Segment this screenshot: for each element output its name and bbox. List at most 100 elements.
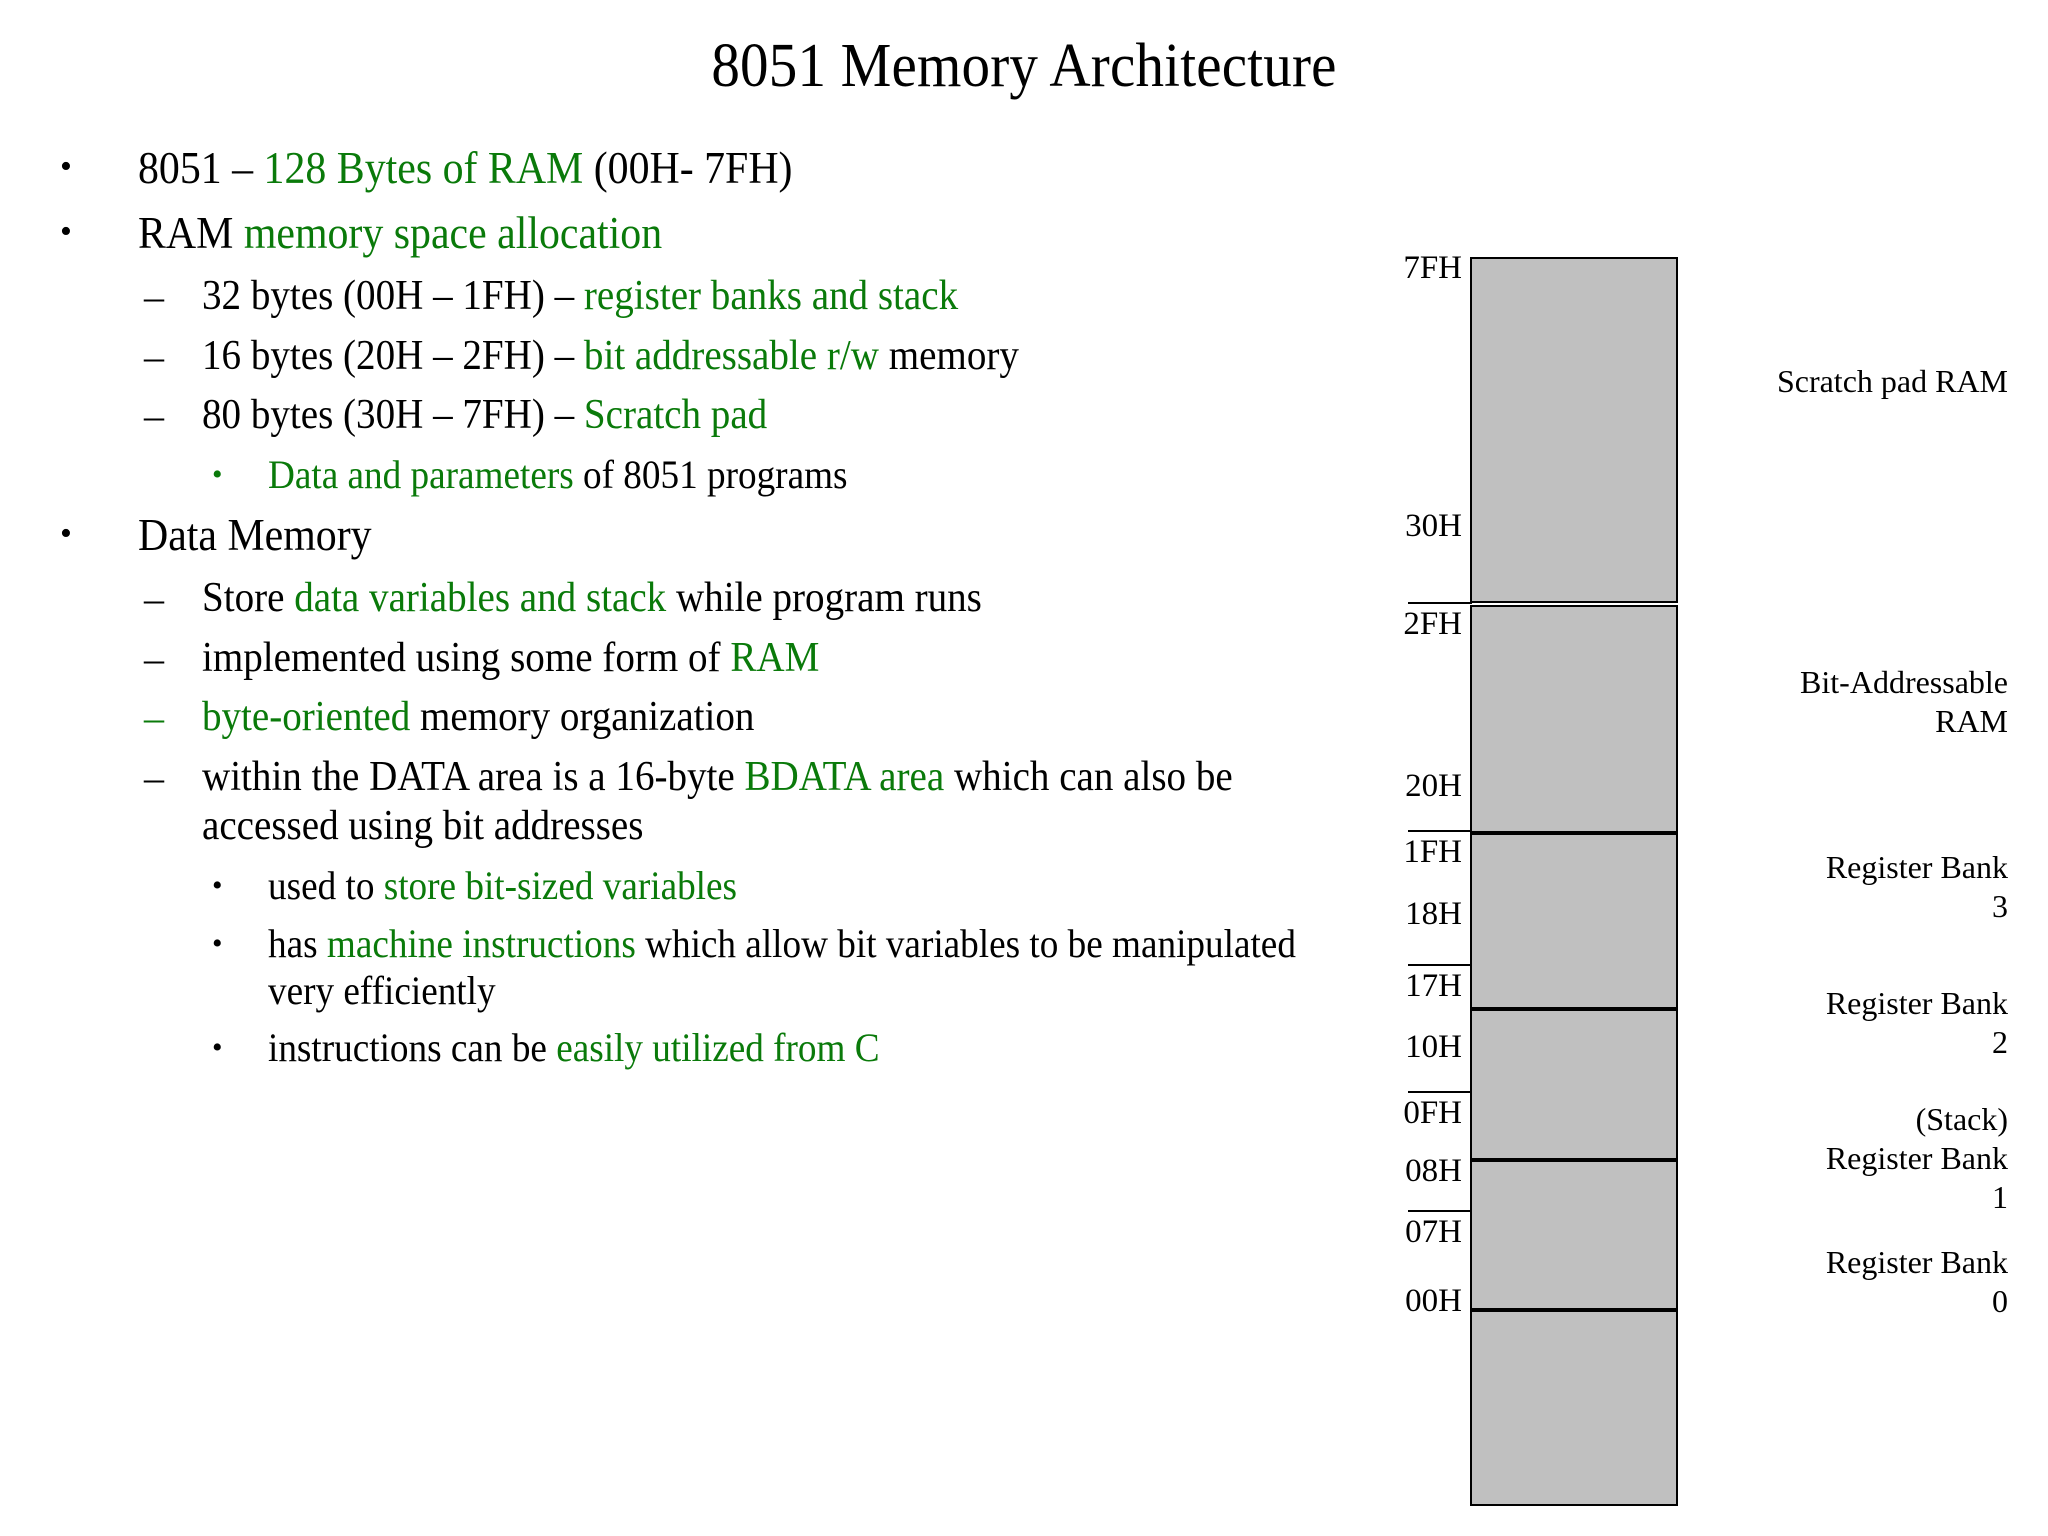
address-tick-addr-07h <box>1408 1210 1472 1212</box>
memory-block-label-register-bank-2: Register Bank 2 <box>1825 985 2008 1061</box>
bullet-text: 80 bytes (30H – 7FH) – Scratch pad <box>202 391 1299 441</box>
address-label-addr-2fh: 2FH <box>1403 606 1462 642</box>
bullet-text: used to store bit-sized variables <box>268 862 1304 909</box>
bullet-segment: while program runs <box>666 575 982 622</box>
address-tick-addr-1fh <box>1408 830 1472 832</box>
bullet-dash-icon: – <box>144 274 164 320</box>
bullet-text: instructions can be easily utilized from… <box>268 1024 1304 1071</box>
address-tick-addr-0fh <box>1408 1091 1472 1093</box>
bullet-item-l3: • has machine instructions which allow bi… <box>52 920 1382 1014</box>
bullet-item-l2: –byte-oriented memory organization <box>52 693 1382 743</box>
bullet-dash-icon: – <box>144 333 164 379</box>
bullet-segment: RAM <box>730 634 820 681</box>
bullet-item-l2: –80 bytes (30H – 7FH) – Scratch pad <box>52 391 1382 441</box>
bullet-segment: Store <box>202 575 295 622</box>
memory-block-label-register-bank-0: Register Bank 0 <box>1825 1244 2008 1320</box>
address-label-addr-1fh: 1FH <box>1403 834 1462 870</box>
bullet-item-l3: • used to store bit-sized variables <box>52 862 1382 910</box>
bullet-segment: implemented using some form of <box>202 634 731 681</box>
bullet-segment: 80 bytes (30H – 7FH) – <box>202 392 584 439</box>
bullet-dash-icon: – <box>144 635 164 681</box>
bullet-text: Data Memory <box>138 509 1295 562</box>
bullet-text: has machine instructions which allow bit… <box>268 920 1304 1014</box>
bullet-segment: of 8051 programs <box>573 451 848 497</box>
bullet-segment: 16 bytes (20H – 2FH) – <box>202 332 584 379</box>
bullet-segment: used to <box>268 862 384 908</box>
bullet-segment: (00H- 7FH) <box>583 143 793 193</box>
memory-block-label-register-bank-1: (Stack) Register Bank 1 <box>1825 1101 2008 1216</box>
memory-block-register-bank-3 <box>1470 833 1678 1009</box>
bullet-segment: memory organization <box>410 694 755 741</box>
bullet-dot-icon: • <box>212 457 223 491</box>
bullet-text: implemented using some form of RAM <box>202 634 1299 684</box>
bullet-segment: which allow bit variables to be manipula… <box>268 920 1296 1014</box>
bullet-segment: 8051 – <box>138 143 264 193</box>
bullet-item-l1: • Data Memory <box>52 509 1382 562</box>
bullet-item-l2: –within the DATA area is a 16-byte BDATA… <box>52 753 1382 852</box>
bullet-dash-icon: – <box>144 754 164 800</box>
address-label-addr-0fh: 0FH <box>1403 1095 1462 1131</box>
bullet-text: 8051 – 128 Bytes of RAM (00H- 7FH) <box>138 142 1295 195</box>
bullet-text: byte-oriented memory organization <box>202 693 1299 743</box>
address-label-addr-30h: 30H <box>1405 508 1462 544</box>
address-label-addr-08h: 08H <box>1405 1153 1462 1189</box>
page-title: 8051 Memory Architecture <box>711 32 1337 100</box>
bullet-text: Data and parameters of 8051 programs <box>268 451 1304 498</box>
bullet-segment: instructions can be <box>268 1025 557 1071</box>
bullet-segment: bit addressable r/w <box>583 332 879 379</box>
bullet-item-l2: –Store data variables and stack while pr… <box>52 574 1382 624</box>
bullet-dot-icon: • <box>60 213 72 251</box>
address-label-addr-20h: 20H <box>1405 768 1462 804</box>
bullet-segment: Data Memory <box>138 509 372 560</box>
bullet-segment: machine instructions <box>326 920 636 966</box>
bullet-segment: Scratch pad <box>583 392 768 439</box>
address-label-addr-7fh: 7FH <box>1403 250 1462 286</box>
bullet-text: Store data variables and stack while pro… <box>202 574 1299 624</box>
bullet-dot-icon: • <box>212 868 223 902</box>
bullet-item-l3: • Data and parameters of 8051 programs <box>52 451 1382 499</box>
bullet-segment: 128 Bytes of RAM <box>263 143 584 193</box>
address-label-addr-07h: 07H <box>1405 1214 1462 1250</box>
bullet-text: within the DATA area is a 16-byte BDATA … <box>202 753 1299 852</box>
bullet-text: 32 bytes (00H – 1FH) – register banks an… <box>202 272 1299 322</box>
address-label-addr-10h: 10H <box>1405 1029 1462 1065</box>
bullet-dot-icon: • <box>60 514 72 552</box>
memory-block-label-scratch-pad-ram: Scratch pad RAM <box>1776 363 2008 399</box>
bullet-segment: easily utilized from C <box>556 1025 880 1071</box>
bullet-segment: RAM <box>138 208 244 259</box>
bullet-segment: 32 bytes (00H – 1FH) – <box>202 273 584 320</box>
bullet-item-l2: –32 bytes (00H – 1FH) – register banks a… <box>52 272 1382 322</box>
bullet-text: RAM memory space allocation <box>138 207 1295 260</box>
bullet-item-l2: –implemented using some form of RAM <box>52 634 1382 684</box>
memory-block-label-bit-addressable-ram: Bit-Addressable RAM <box>1800 664 2008 740</box>
bullet-item-l1: • RAM memory space allocation <box>52 207 1382 260</box>
bullet-dash-icon: – <box>144 393 164 439</box>
address-tick-addr-17h <box>1408 964 1472 966</box>
bullet-dot-icon: • <box>60 148 72 185</box>
bullet-segment: within the DATA area is a 16-byte <box>202 753 745 800</box>
bullet-text: 16 bytes (20H – 2FH) – bit addressable r… <box>202 332 1299 382</box>
address-label-addr-17h: 17H <box>1405 968 1462 1004</box>
memory-block-register-bank-0 <box>1470 1310 1678 1506</box>
bullet-segment: byte-oriented <box>202 694 411 741</box>
memory-map-diagram: Scratch pad RAM Bit-Addressable RAM Regist… <box>1330 0 2048 1536</box>
bullet-segment: store bit-sized variables <box>383 862 738 908</box>
address-label-addr-18h: 18H <box>1405 896 1462 932</box>
bullet-segment: BDATA area <box>744 753 945 800</box>
memory-block-register-bank-2 <box>1470 1009 1678 1160</box>
bullet-dash-icon: – <box>144 576 164 622</box>
bullet-segment: register banks and stack <box>583 273 959 320</box>
memory-block-scratch-pad-ram <box>1470 257 1678 603</box>
bullet-segment: memory <box>878 332 1019 379</box>
bullet-segment: has <box>268 920 327 966</box>
bullet-segment: data variables and stack <box>294 575 667 622</box>
bullet-item-l3: • instructions can be easily utilized fro… <box>52 1024 1382 1072</box>
bullet-segment: which can also be accessed using bit add… <box>202 753 1233 850</box>
bullet-dot-icon: • <box>212 1031 223 1065</box>
memory-block-bit-addressable-ram <box>1470 605 1678 833</box>
bullet-dash-icon: – <box>144 695 164 741</box>
address-label-addr-00h: 00H <box>1405 1283 1462 1319</box>
memory-block-register-bank-1 <box>1470 1160 1678 1310</box>
bullet-dot-icon: • <box>212 926 223 960</box>
